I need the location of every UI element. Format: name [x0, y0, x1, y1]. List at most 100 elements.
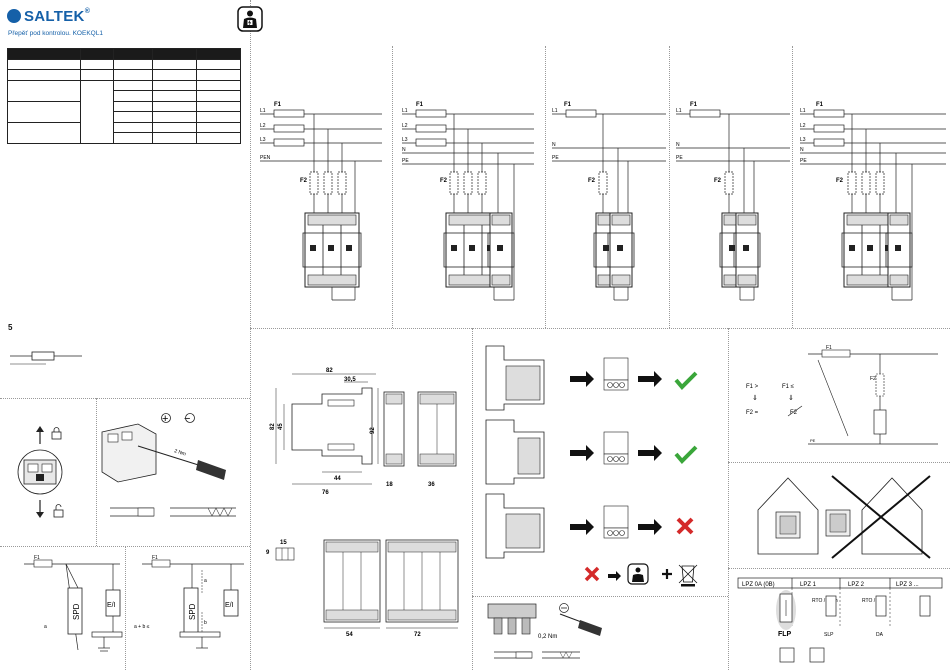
pe-label: PE	[800, 158, 807, 164]
check-icon	[674, 371, 698, 390]
brand-subtitle: Přepěť pod kontrolou. KOEKQL1	[8, 30, 103, 37]
minus-sign: −	[184, 413, 190, 425]
dimension-label: 18	[386, 482, 393, 488]
fuse-label: F1	[416, 102, 424, 108]
phase-label: L1	[676, 108, 682, 114]
rto-label: RTO / 10 m	[812, 598, 838, 604]
dimension-label: 36	[428, 482, 435, 488]
n-label: N	[552, 142, 556, 148]
separator	[250, 328, 950, 329]
phase-label: L1	[552, 108, 558, 114]
separator	[545, 46, 546, 328]
fuse-label: F1	[34, 555, 40, 561]
spd-label: SPD	[72, 603, 81, 620]
rto-label: RTO / m	[862, 598, 881, 604]
phase-label: L2	[260, 123, 266, 129]
fuse-label: F2	[714, 178, 722, 184]
phase-label: L1	[260, 108, 266, 114]
unlock-icon	[53, 509, 64, 518]
diagram-tt: F1 L1 L2 L3 N PE F2	[800, 102, 946, 301]
spd-wiring-v: F1 SPD E/I a	[24, 555, 123, 652]
pe-label: PE	[402, 158, 409, 164]
separator	[0, 398, 250, 399]
step-row-fail	[485, 493, 694, 559]
plus-icon	[662, 569, 672, 579]
n-label: N	[800, 147, 804, 153]
fuse-label: F2	[836, 178, 844, 184]
phase-label: L2	[402, 123, 408, 129]
diagram-tn-s: F1 L1 L2 L3 N PE F2	[402, 102, 534, 301]
arrow-down-icon: ⇓	[788, 394, 794, 402]
cross-icon	[676, 517, 694, 535]
screw-torque: 2 Nm	[173, 448, 186, 457]
waste-bin-icon	[681, 565, 695, 583]
parameters-table	[7, 48, 241, 144]
spd-label: SPD	[188, 603, 197, 620]
brand-name: SALTEK	[24, 8, 85, 25]
phase-label: L3	[402, 137, 408, 143]
separator	[669, 46, 670, 328]
fuse-label: F1	[816, 102, 824, 108]
length-a-label: a	[44, 624, 47, 630]
dimension-label: 76	[322, 490, 329, 496]
spd-wiring-t: F1 SPD E/I a b a + b ≤	[134, 555, 244, 649]
dimension-label: 82	[270, 423, 276, 430]
fuse-label: F1	[690, 102, 698, 108]
pe-label: PE	[552, 155, 559, 161]
disposal-row	[584, 563, 698, 587]
dimension-label: 92	[370, 427, 376, 434]
length-formula: a + b ≤	[134, 624, 150, 630]
fuse-label: F1	[826, 345, 832, 351]
lpz-zone-label: LPZ 1	[800, 582, 817, 588]
equipment-label: E/I	[225, 602, 234, 609]
fuse-label: F2	[870, 376, 876, 382]
fuse-label: F2	[588, 178, 596, 184]
fuse-label: F1	[274, 102, 282, 108]
separator	[250, 0, 251, 670]
fuse-result-none: F2	[790, 410, 798, 416]
fuse-label: F2	[300, 178, 308, 184]
fuse-label: F2	[440, 178, 448, 184]
separator	[472, 596, 728, 597]
dimension-label: 15	[280, 540, 287, 546]
step-row-ok-2	[485, 419, 698, 485]
dimension-label: 54	[346, 632, 353, 638]
phase-label: L3	[260, 137, 266, 143]
qualified-person-icon	[237, 6, 263, 32]
module-lock-diagram	[17, 426, 64, 518]
module-widths-drawing: 9 15 54 72	[266, 539, 459, 638]
diagram-tn-c: F1 L1 L2 L3 PEN F2	[260, 102, 382, 301]
backup-fuse-rules: F1 F2 PE F1 > F1 ≤ ⇓ ⇓ F2 = F2	[746, 345, 938, 445]
fuse-symbol	[10, 351, 82, 365]
brand-logo: SALTEK®	[7, 8, 90, 25]
registered-mark: ®	[84, 8, 91, 15]
phase-label: L3	[800, 137, 806, 143]
slp-label: SLP	[824, 632, 834, 638]
lpz-zone-label: LPZ 3 ...	[896, 582, 919, 588]
separator	[392, 46, 393, 328]
separator	[792, 46, 793, 328]
diagram-single-phase-1: F1 L1 N PE F2	[552, 102, 666, 301]
module-replacement-steps	[485, 345, 698, 587]
phase-label: L2	[800, 123, 806, 129]
pe-label: PE	[810, 438, 816, 443]
separator	[472, 328, 473, 670]
check-icon	[674, 445, 698, 464]
diagram-single-phase-2: F1 L1 N PE F2	[676, 102, 790, 301]
separator	[728, 328, 729, 670]
fuse-label: F1	[152, 555, 158, 561]
da-label: DA	[876, 632, 884, 638]
phase-label: L1	[800, 108, 806, 114]
terminal-screw-diagram: + − 2 Nm	[101, 413, 236, 517]
length-b-label: b	[204, 620, 207, 626]
dimension-drawing: 82 30,5 82 45 92 44 76 18 36	[270, 368, 457, 496]
installation-houses	[757, 475, 931, 559]
lpz-zones: LPZ 0A (0B) LPZ 1 LPZ 2 LPZ 3 ... FLP RT…	[737, 577, 943, 663]
length-a-label: a	[204, 578, 207, 584]
n-label: N	[676, 142, 680, 148]
fuse-label: F1	[564, 102, 572, 108]
dimension-label: 9	[266, 550, 270, 556]
condition-le: F1 ≤	[782, 384, 795, 390]
separator	[728, 568, 950, 569]
dimension-label: 44	[334, 476, 341, 482]
